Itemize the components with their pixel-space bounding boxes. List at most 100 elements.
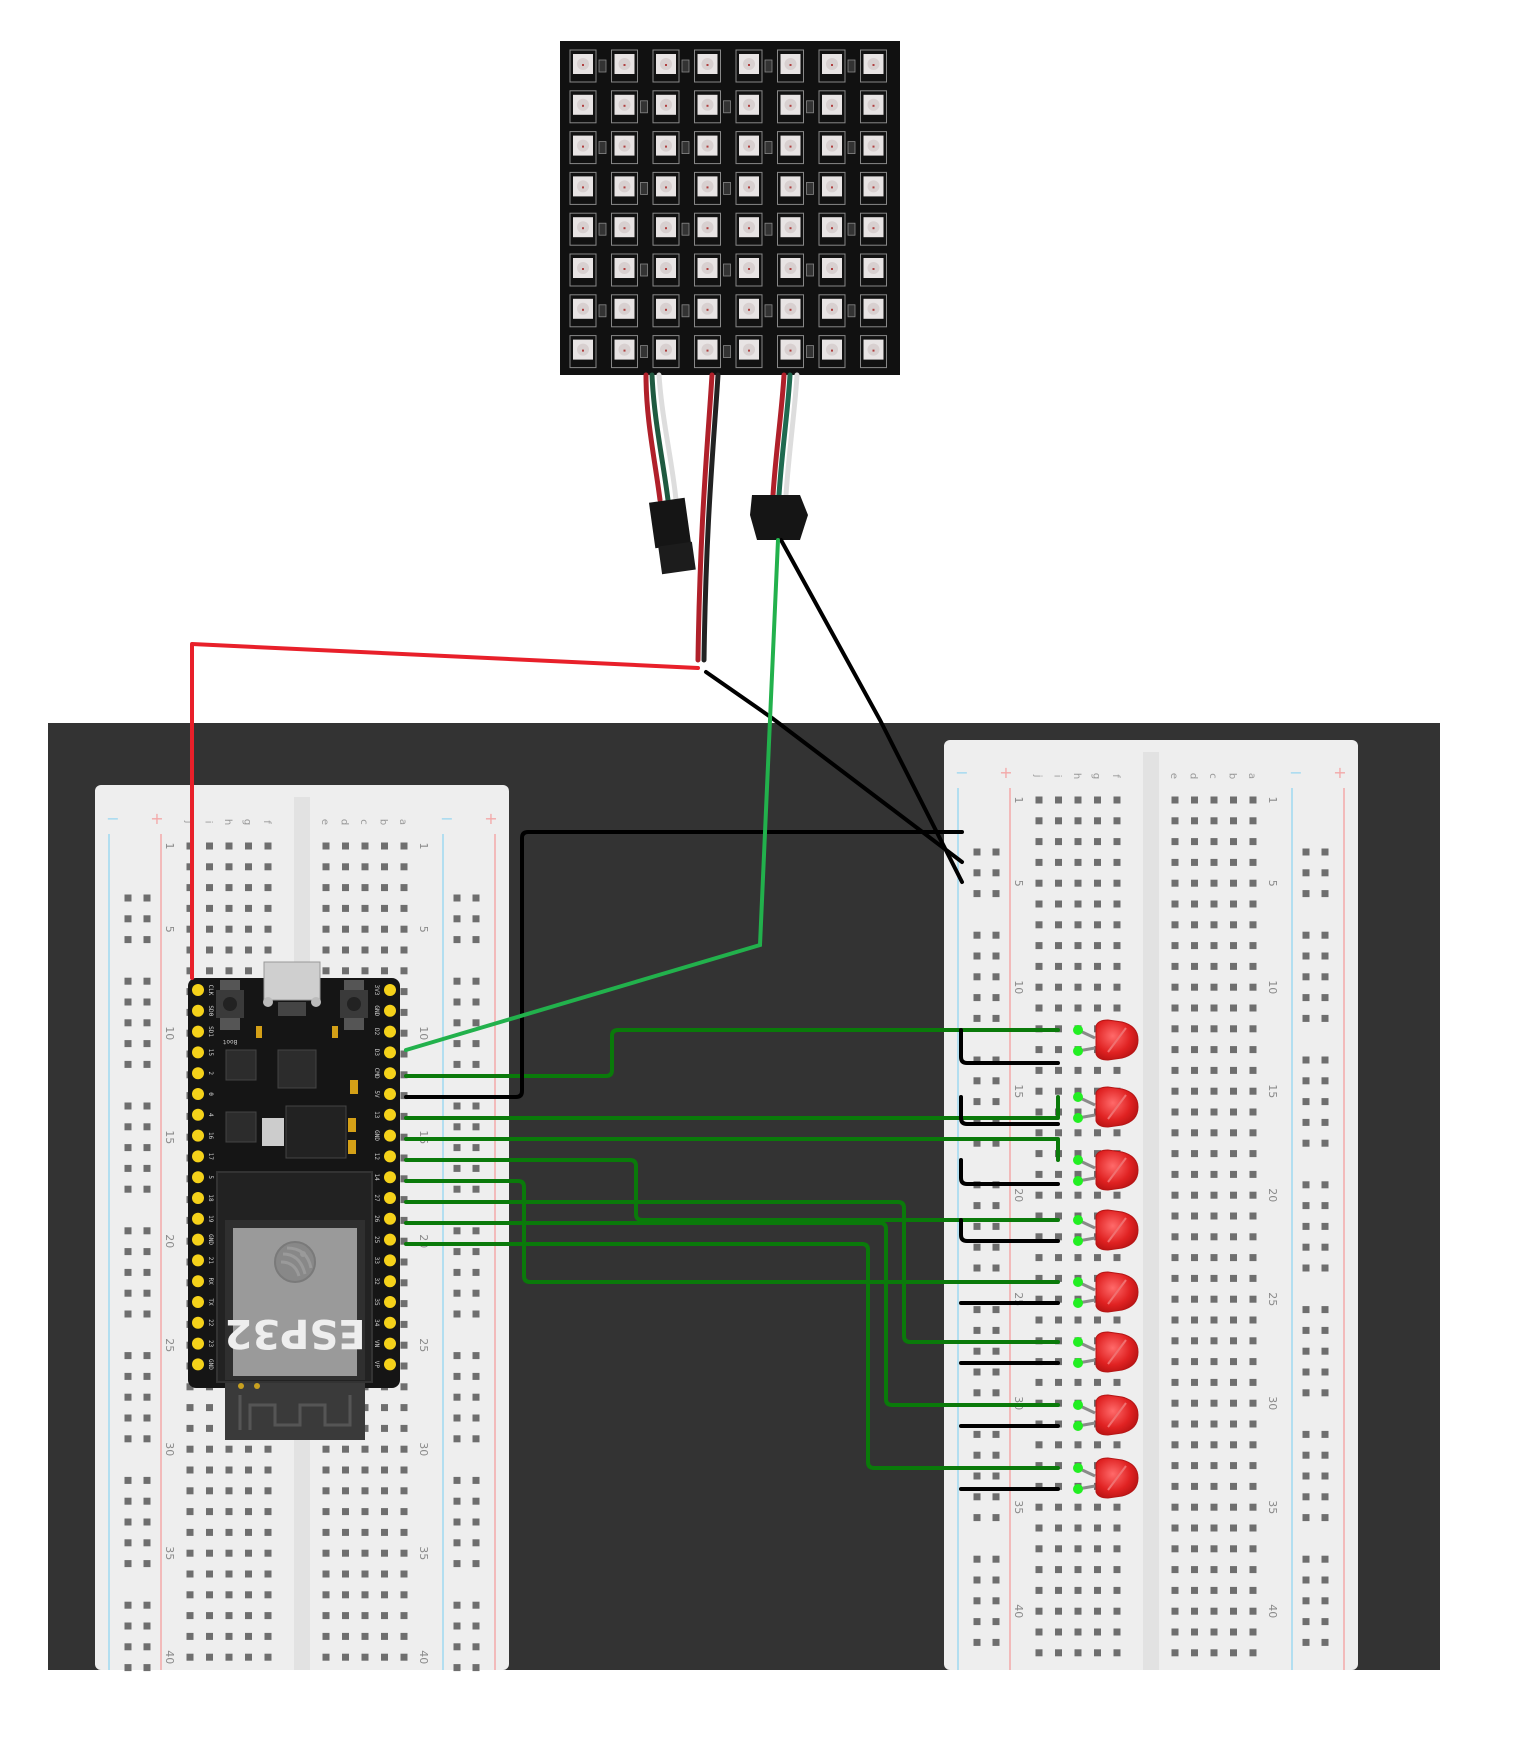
breadboard-hole[interactable] [1230, 1129, 1237, 1137]
breadboard-hole[interactable] [1055, 1566, 1062, 1574]
rail-hole[interactable] [973, 1264, 981, 1272]
breadboard-hole[interactable] [1035, 1108, 1043, 1116]
breadboard-hole[interactable] [245, 967, 252, 975]
breadboard-hole[interactable] [1035, 1628, 1043, 1636]
rail-hole[interactable] [453, 998, 461, 1006]
rail-hole[interactable] [143, 1248, 151, 1256]
esp32-pin[interactable] [192, 1129, 204, 1142]
breadboard-hole[interactable] [206, 1424, 213, 1432]
breadboard-hole[interactable] [264, 946, 272, 954]
breadboard-hole[interactable] [1191, 817, 1198, 825]
rail-hole[interactable] [973, 869, 981, 877]
breadboard-hole[interactable] [1210, 1545, 1218, 1553]
breadboard-hole[interactable] [1074, 1254, 1082, 1262]
breadboard-hole[interactable] [361, 1528, 369, 1536]
breadboard-hole[interactable] [225, 1528, 233, 1536]
breadboard-hole[interactable] [1113, 1545, 1121, 1553]
rail-hole[interactable] [143, 915, 151, 923]
breadboard-hole[interactable] [342, 1528, 349, 1536]
breadboard-hole[interactable] [1171, 1586, 1179, 1594]
breadboard-hole[interactable] [400, 1653, 408, 1661]
breadboard-hole[interactable] [1191, 796, 1198, 804]
rail-hole[interactable] [1321, 1451, 1329, 1459]
rail-hole[interactable] [143, 1372, 151, 1380]
breadboard-hole[interactable] [1113, 858, 1121, 866]
breadboard-hole[interactable] [400, 1320, 408, 1328]
rail-hole[interactable] [472, 915, 480, 923]
breadboard-hole[interactable] [225, 1466, 233, 1474]
breadboard-hole[interactable] [1249, 1254, 1257, 1262]
breadboard-hole[interactable] [1035, 900, 1043, 908]
breadboard-hole[interactable] [1191, 1004, 1198, 1012]
breadboard-hole[interactable] [225, 842, 233, 850]
breadboard-hole[interactable] [1230, 1212, 1237, 1220]
esp32-pin[interactable] [384, 1108, 396, 1121]
wire-signal-led-6[interactable] [404, 1200, 1060, 1344]
rail-hole[interactable] [992, 1306, 1000, 1314]
rail-hole[interactable] [124, 1185, 132, 1193]
rail-hole[interactable] [973, 1472, 981, 1480]
breadboard-hole[interactable] [1113, 1649, 1121, 1657]
breadboard-hole[interactable] [1210, 1316, 1218, 1324]
breadboard-hole[interactable] [1249, 1586, 1257, 1594]
breadboard-hole[interactable] [381, 1466, 388, 1474]
breadboard-hole[interactable] [225, 967, 233, 975]
breadboard-hole[interactable] [400, 1404, 408, 1412]
rail-hole[interactable] [992, 1056, 1000, 1064]
rail-hole[interactable] [472, 1497, 480, 1505]
breadboard-hole[interactable] [1055, 1420, 1062, 1428]
breadboard-hole[interactable] [225, 1632, 233, 1640]
rail-hole[interactable] [472, 1664, 480, 1672]
rail-hole[interactable] [453, 894, 461, 902]
breadboard-hole[interactable] [342, 1466, 349, 1474]
breadboard-hole[interactable] [400, 1154, 408, 1162]
led-3[interactable] [1073, 1149, 1139, 1191]
breadboard-hole[interactable] [1094, 1378, 1101, 1386]
breadboard-hole[interactable] [245, 1653, 252, 1661]
breadboard-hole[interactable] [1074, 817, 1082, 825]
breadboard-hole[interactable] [264, 1570, 272, 1578]
breadboard-hole[interactable] [1113, 1441, 1121, 1449]
rail-hole[interactable] [143, 1040, 151, 1048]
esp32-pin[interactable] [384, 1233, 396, 1246]
breadboard-hole[interactable] [1113, 1378, 1121, 1386]
rail-hole[interactable] [1321, 1181, 1329, 1189]
rail-hole[interactable] [992, 1098, 1000, 1106]
led-7[interactable] [1073, 1394, 1139, 1436]
rail-hole[interactable] [1302, 1576, 1310, 1584]
breadboard-hole[interactable] [1055, 1274, 1062, 1282]
breadboard-hole[interactable] [1094, 838, 1101, 846]
breadboard-hole[interactable] [1171, 1295, 1179, 1303]
rail-hole[interactable] [1321, 1618, 1329, 1626]
rail-hole[interactable] [472, 1476, 480, 1484]
boot-button[interactable] [216, 980, 244, 1030]
breadboard-hole[interactable] [1191, 1191, 1198, 1199]
breadboard-hole[interactable] [1035, 1066, 1043, 1074]
breadboard-hole[interactable] [1055, 1233, 1062, 1241]
rail-hole[interactable] [143, 1560, 151, 1568]
breadboard-hole[interactable] [1191, 1066, 1198, 1074]
wire-signal-led-2[interactable] [404, 1095, 1060, 1120]
breadboard-hole[interactable] [206, 967, 213, 975]
breadboard-hole[interactable] [1210, 1378, 1218, 1386]
breadboard-hole[interactable] [1210, 921, 1218, 929]
breadboard-hole[interactable] [1055, 1295, 1062, 1303]
breadboard-hole[interactable] [1249, 1274, 1257, 1282]
breadboard-hole[interactable] [1191, 921, 1198, 929]
rail-hole[interactable] [992, 1618, 1000, 1626]
breadboard-hole[interactable] [1230, 1441, 1237, 1449]
rail-hole[interactable] [992, 1014, 1000, 1022]
rail-hole[interactable] [1321, 1368, 1329, 1376]
rail-hole[interactable] [973, 1222, 981, 1230]
rail-hole[interactable] [1321, 1243, 1329, 1251]
breadboard-hole[interactable] [186, 1612, 194, 1620]
breadboard-hole[interactable] [1249, 838, 1257, 846]
breadboard-hole[interactable] [206, 1591, 213, 1599]
breadboard-hole[interactable] [1094, 1566, 1101, 1574]
rail-hole[interactable] [453, 1248, 461, 1256]
breadboard-hole[interactable] [245, 842, 252, 850]
breadboard-hole[interactable] [1249, 1482, 1257, 1490]
breadboard-hole[interactable] [1094, 921, 1101, 929]
breadboard-hole[interactable] [1171, 1524, 1179, 1532]
rail-hole[interactable] [973, 1326, 981, 1334]
